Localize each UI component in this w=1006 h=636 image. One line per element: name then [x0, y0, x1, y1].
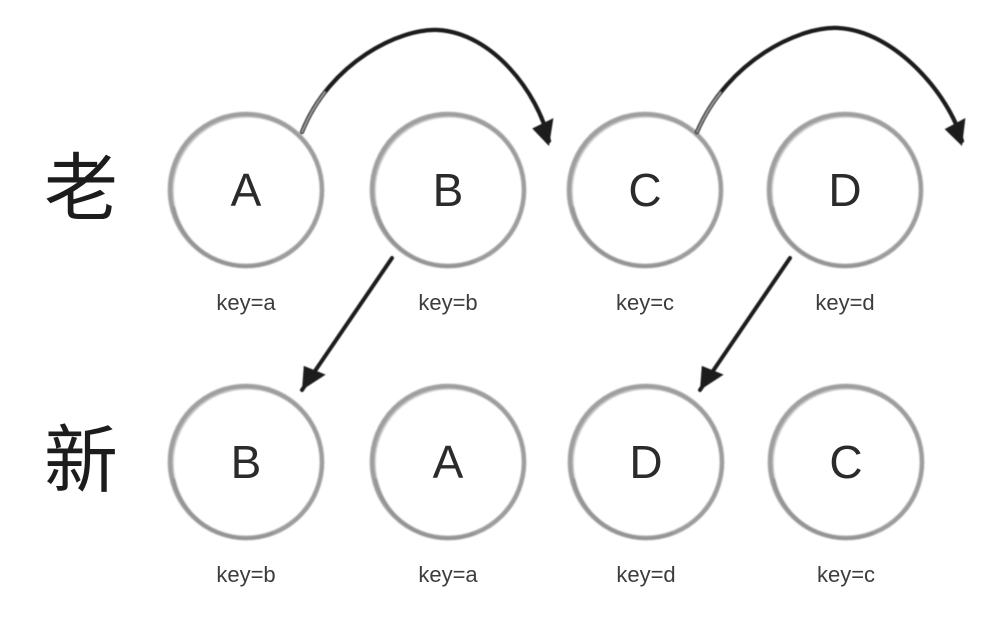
node-key-label-old-row-3: key=d — [815, 290, 875, 315]
node-circle-old-row-c-2 — [566, 111, 724, 269]
row-label-new-row: 新 — [44, 418, 118, 504]
node-circle-new-row-b-0 — [167, 383, 325, 541]
node-circle-new-row-d-2 — [567, 383, 725, 541]
circle-ring-accent — [571, 206, 673, 269]
node-circles-layer — [167, 111, 925, 541]
circle-ring-accent — [772, 478, 874, 541]
circle-ring-accent — [374, 206, 476, 269]
node-letter-new-row-2: D — [629, 436, 663, 488]
node-key-label-old-row-0: key=a — [216, 290, 276, 315]
arrow-straight-shaft — [698, 256, 792, 392]
node-letter-new-row-1: A — [432, 436, 464, 488]
arc-a-to-c — [299, 27, 554, 146]
arrow-b-to-new-b — [300, 256, 394, 392]
arrow-head — [532, 118, 554, 146]
node-key-label-new-row-0: key=b — [216, 562, 276, 587]
node-letter-old-row-0: A — [230, 164, 262, 216]
arrow-head — [944, 117, 966, 146]
arrows-layer — [299, 25, 966, 392]
node-key-label-new-row-1: key=a — [418, 562, 478, 587]
circle-ring-accent — [172, 478, 274, 541]
arc-c-to-d-right — [694, 25, 966, 146]
node-key-label-new-row-3: key=c — [816, 562, 876, 587]
node-circle-new-row-c-3 — [767, 383, 925, 541]
arrow-curve-taper — [301, 28, 550, 142]
circle-ring-accent — [172, 206, 274, 269]
node-letter-new-row-0: B — [230, 436, 262, 488]
node-key-label-old-row-2: key=c — [615, 290, 675, 315]
node-circle-old-row-a-0 — [167, 111, 325, 269]
node-letter-old-row-3: D — [828, 164, 862, 216]
node-letter-old-row-2: C — [628, 164, 662, 216]
node-key-label-new-row-2: key=d — [616, 562, 676, 587]
arrow-head — [700, 365, 724, 390]
node-letter-new-row-3: C — [829, 436, 863, 488]
circle-ring-accent — [572, 478, 674, 541]
row-label-old-row: 老 — [44, 146, 118, 232]
node-key-label-old-row-1: key=b — [418, 290, 478, 315]
node-circle-new-row-a-1 — [369, 383, 527, 541]
arrow-curve-shaft — [299, 27, 552, 144]
arrow-straight-shaft — [300, 256, 394, 392]
arrow-head — [302, 365, 326, 390]
arrow-d-to-new-d — [698, 256, 792, 392]
node-circle-old-row-d-3 — [766, 111, 924, 269]
arrow-curve-shaft — [694, 25, 965, 144]
arrow-curve-taper — [696, 26, 963, 142]
circle-ring-accent — [771, 206, 873, 269]
node-circle-old-row-b-1 — [369, 111, 527, 269]
node-letter-old-row-1: B — [432, 164, 464, 216]
circle-ring-accent — [374, 478, 476, 541]
